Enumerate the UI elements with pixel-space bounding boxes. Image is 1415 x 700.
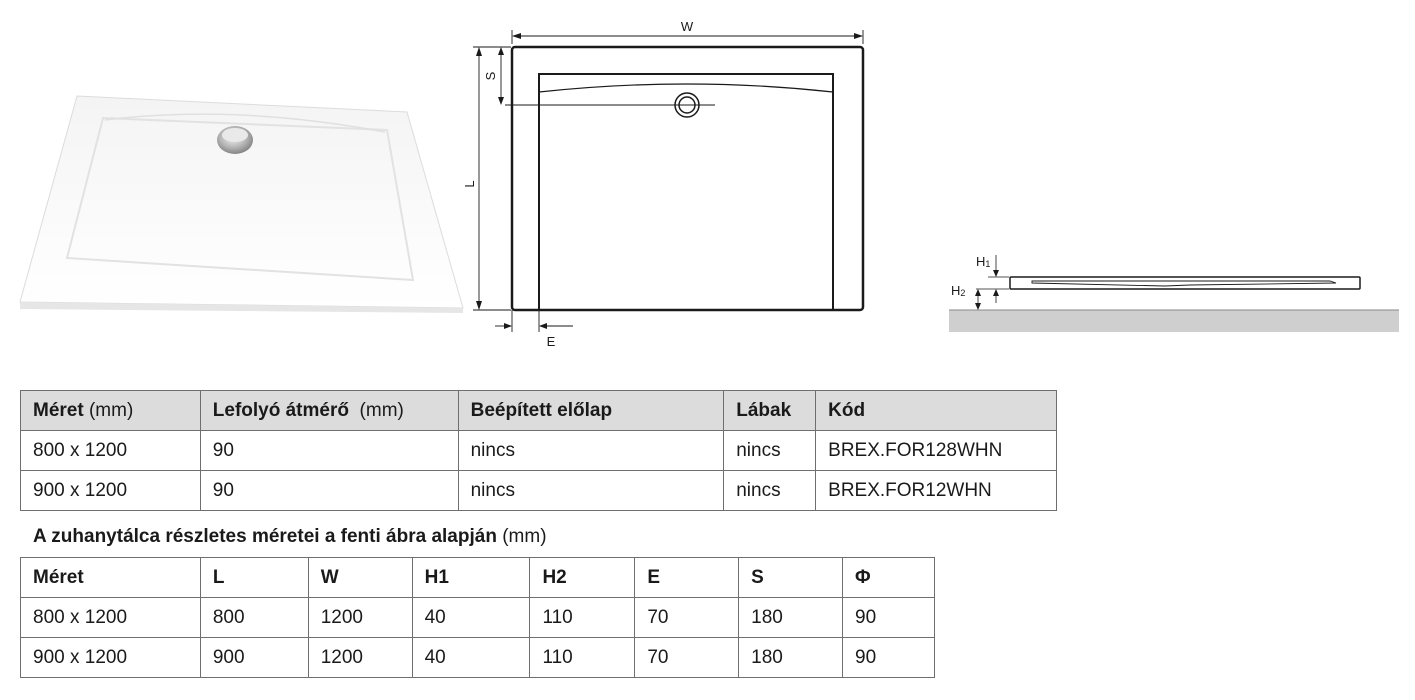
- svg-text:H1: H1: [976, 254, 990, 269]
- cell: 900: [199, 637, 309, 678]
- cell: 800 x 1200: [20, 597, 201, 638]
- cell: BREX.FOR128WHN: [815, 430, 1057, 471]
- header-w: W: [307, 557, 413, 598]
- table-header-row: Méret L W H1 H2 E S Φ: [20, 557, 935, 598]
- cell: nincs: [457, 430, 725, 471]
- cell: 800: [199, 597, 309, 638]
- header-lefolyo-atmero: Lefolyó átmérő (mm): [199, 390, 459, 431]
- dim-l-label: L: [465, 180, 477, 187]
- cell: 90: [199, 470, 459, 511]
- header-s: S: [738, 557, 844, 598]
- dim-w-label: W: [681, 19, 694, 34]
- header-kod: Kód: [815, 390, 1057, 431]
- table-row: 900 x 1200 900 1200 40 110 70 180 90: [20, 637, 935, 678]
- cell: 40: [411, 597, 531, 638]
- dim-e-label: E: [547, 334, 556, 349]
- dimensions-caption: A zuhanytálca részletes méretei a fenti …: [33, 526, 547, 548]
- header-l: L: [199, 557, 309, 598]
- header-phi: Φ: [842, 557, 935, 598]
- product-variants-table: Méret (mm) Lefolyó átmérő (mm) Beépített…: [20, 390, 1057, 511]
- dimensions-table: Méret L W H1 H2 E S Φ 800 x 1200 800 120…: [20, 557, 935, 678]
- caption-text: A zuhanytálca részletes méretei a fenti …: [33, 526, 497, 547]
- cell: 900 x 1200: [20, 637, 201, 678]
- svg-text:H2: H2: [951, 283, 965, 298]
- table-row: 900 x 1200 90 nincs nincs BREX.FOR12WHN: [20, 470, 1057, 511]
- cell: 90: [842, 637, 935, 678]
- header-h2: H2: [529, 557, 636, 598]
- cell: 180: [738, 597, 844, 638]
- cell: 180: [738, 637, 844, 678]
- cell: 70: [634, 597, 740, 638]
- cell: 40: [411, 637, 531, 678]
- cell: 900 x 1200: [20, 470, 201, 511]
- header-meret: Méret: [20, 557, 201, 598]
- cell: 90: [199, 430, 459, 471]
- cell: 110: [529, 637, 636, 678]
- header-meret: Méret (mm): [20, 390, 201, 431]
- header-beepitett-elolap: Beépített előlap: [457, 390, 725, 431]
- cell: nincs: [457, 470, 725, 511]
- cell: 800 x 1200: [20, 430, 201, 471]
- cell: BREX.FOR12WHN: [815, 470, 1057, 511]
- dim-h1-label: H: [976, 254, 985, 269]
- dim-s-label: S: [483, 71, 498, 80]
- dim-h2-label: H: [951, 283, 960, 298]
- cell: nincs: [723, 430, 817, 471]
- side-view-drawing: H1 H2: [949, 254, 1399, 332]
- header-h1: H1: [411, 557, 531, 598]
- dim-h1-subscript: 1: [985, 259, 990, 269]
- cell: 1200: [307, 597, 413, 638]
- cell: 70: [634, 637, 740, 678]
- table-header-row: Méret (mm) Lefolyó átmérő (mm) Beépített…: [20, 390, 1057, 431]
- cell: 90: [842, 597, 935, 638]
- top-view-drawing: W L S E: [465, 19, 865, 349]
- cell: 1200: [307, 637, 413, 678]
- caption-unit: (mm): [496, 526, 547, 547]
- cell: nincs: [723, 470, 817, 511]
- dim-h2-subscript: 2: [960, 288, 965, 298]
- table-row: 800 x 1200 800 1200 40 110 70 180 90: [20, 597, 935, 638]
- cell: 110: [529, 597, 636, 638]
- shower-tray-render: [19, 95, 464, 313]
- header-labak: Lábak: [723, 390, 817, 431]
- table-row: 800 x 1200 90 nincs nincs BREX.FOR128WHN: [20, 430, 1057, 471]
- header-e: E: [634, 557, 740, 598]
